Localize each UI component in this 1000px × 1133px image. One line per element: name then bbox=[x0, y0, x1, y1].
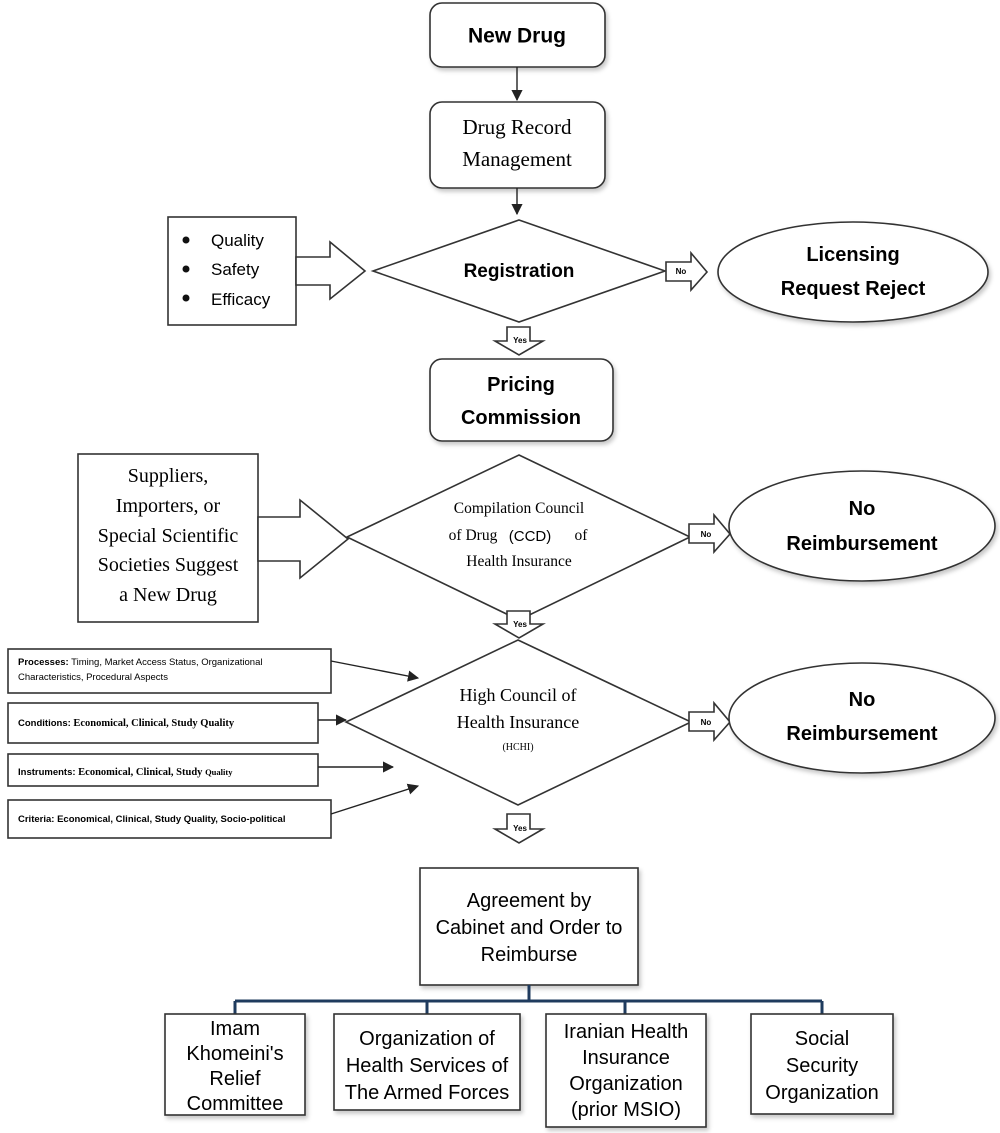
drug-record-line-2: Management bbox=[462, 147, 572, 171]
new-drug-label: New Drug bbox=[468, 25, 566, 48]
org-1-line-1: Imam bbox=[210, 1018, 260, 1040]
suppliers-line-4: Societies Suggest bbox=[98, 554, 239, 576]
svg-text:Instruments: Economical, Clin: Instruments: Economical, Clinical, Study… bbox=[18, 767, 233, 778]
registration-yes-arrow: Yes bbox=[492, 326, 546, 356]
node-hchi: High Council of Health Insurance (HCHI) bbox=[344, 639, 693, 806]
ccd-abbreviation: (CCD) bbox=[509, 528, 552, 545]
suppliers-line-5: a New Drug bbox=[119, 584, 217, 606]
org-1-line-3: Relief bbox=[209, 1068, 261, 1090]
registration-no-arrow: No bbox=[665, 250, 709, 293]
hchi-no-label: No bbox=[701, 718, 712, 727]
registration-yes-label: Yes bbox=[513, 336, 527, 345]
suppliers-line-1: Suppliers, bbox=[128, 465, 209, 487]
ccd-yes-label: Yes bbox=[513, 620, 527, 629]
svg-text:Processes: Timing, Market Acce: Processes: Timing, Market Access Status,… bbox=[18, 657, 262, 668]
factor-conditions-box: Conditions: Economical, Clinical, Study … bbox=[7, 702, 319, 744]
criteria-efficacy: Efficacy bbox=[211, 290, 271, 309]
ccd-line-2-suffix: of bbox=[575, 527, 589, 544]
ccd-yes-arrow: Yes bbox=[492, 610, 546, 639]
node-no-reimbursement-1: No Reimbursement bbox=[728, 470, 996, 582]
suppliers-line-2: Importers, or bbox=[116, 495, 221, 517]
instruments-label: Instruments: bbox=[18, 767, 76, 778]
hchi-yes-arrow: Yes bbox=[492, 813, 546, 844]
processes-text-1: Timing, Market Access Status, Organizati… bbox=[69, 657, 263, 668]
registration-no-label: No bbox=[676, 267, 687, 276]
hchi-line-2: Health Insurance bbox=[457, 712, 579, 732]
org-4-line-3: Organization bbox=[765, 1082, 878, 1104]
conditions-text: Economical, Clinical, Study Quality bbox=[71, 718, 235, 729]
organization-branch-lines bbox=[233, 985, 824, 1014]
org-1-line-2: Khomeini's bbox=[186, 1043, 283, 1065]
org-imam-khomeini-relief-committee: Imam Khomeini's Relief Committee bbox=[164, 1013, 306, 1116]
factor-instruments-box: Instruments: Economical, Clinical, Study… bbox=[7, 753, 319, 787]
criteria-safety: Safety bbox=[211, 260, 260, 279]
pricing-line-2: Commission bbox=[461, 407, 581, 429]
agreement-line-3: Reimburse bbox=[481, 944, 578, 966]
edge-criteria-to-hchi bbox=[330, 783, 420, 815]
ccd-line-2: of Drug bbox=[449, 527, 498, 544]
registration-label: Registration bbox=[464, 261, 575, 282]
licensing-reject-line-2: Request Reject bbox=[781, 278, 926, 300]
instruments-text: Economical, Clinical, Study bbox=[76, 767, 206, 778]
no-reimb-1-line-1: No bbox=[849, 498, 876, 520]
suppliers-line-3: Special Scientific bbox=[98, 525, 239, 547]
org-social-security: Social Security Organization bbox=[750, 1013, 894, 1115]
ccd-line-1: Compilation Council bbox=[454, 500, 584, 517]
drug-record-line-1: Drug Record bbox=[462, 115, 572, 139]
edge-processes-to-hchi bbox=[330, 660, 420, 682]
agreement-line-2: Cabinet and Order to bbox=[436, 917, 623, 939]
org-3-line-2: Insurance bbox=[582, 1047, 670, 1069]
agreement-line-1: Agreement by bbox=[467, 890, 592, 912]
org-health-services-armed-forces: Organization of Health Services of The A… bbox=[333, 1013, 521, 1111]
node-agreement: Agreement by Cabinet and Order to Reimbu… bbox=[419, 867, 639, 986]
factor-processes-box: Processes: Timing, Market Access Status,… bbox=[7, 648, 332, 694]
no-reimb-2-line-2: Reimbursement bbox=[786, 723, 937, 745]
instruments-quality: Quality bbox=[205, 767, 233, 777]
org-iranian-health-insurance: Iranian Health Insurance Organization (p… bbox=[545, 1013, 707, 1128]
org-4-line-1: Social bbox=[795, 1028, 849, 1050]
node-new-drug: New Drug bbox=[429, 2, 606, 68]
org-3-line-3: Organization bbox=[569, 1073, 682, 1095]
licensing-reject-line-1: Licensing bbox=[806, 244, 899, 266]
node-licensing-request-reject: Licensing Request Reject bbox=[717, 221, 989, 323]
org-4-line-2: Security bbox=[786, 1055, 858, 1077]
org-1-line-4: Committee bbox=[187, 1093, 284, 1115]
criteria-block-arrow bbox=[295, 240, 367, 301]
processes-text-2: Characteristics, Procedural Aspects bbox=[18, 672, 168, 683]
pricing-line-1: Pricing bbox=[487, 374, 555, 396]
org-3-line-1: Iranian Health bbox=[564, 1021, 689, 1043]
conditions-label: Conditions: bbox=[18, 718, 71, 729]
svg-text:Criteria: Economical, Clinica: Criteria: Economical, Clinical, Study Qu… bbox=[18, 814, 285, 825]
hchi-abbreviation: (HCHI) bbox=[502, 742, 533, 753]
node-pricing-commission: Pricing Commission bbox=[429, 358, 614, 442]
registration-criteria-box: Quality Safety Efficacy bbox=[167, 216, 297, 326]
ccd-no-arrow: No bbox=[688, 512, 732, 555]
suppliers-block-arrow bbox=[257, 498, 350, 580]
criteria-label: Criteria: bbox=[18, 814, 54, 825]
criteria-quality: Quality bbox=[211, 231, 264, 250]
factor-criteria-box: Criteria: Economical, Clinical, Study Qu… bbox=[7, 799, 332, 839]
org-2-line-1: Organization of bbox=[359, 1028, 495, 1050]
org-3-line-4: (prior MSIO) bbox=[571, 1099, 681, 1121]
ccd-no-label: No bbox=[701, 530, 712, 539]
criteria-text: Economical, Clinical, Study Quality, Soc… bbox=[54, 814, 285, 825]
node-registration: Registration bbox=[370, 219, 668, 323]
svg-text:Conditions: Economical, Clini: Conditions: Economical, Clinical, Study … bbox=[18, 718, 235, 729]
hchi-line-1: High Council of bbox=[460, 685, 577, 705]
hchi-no-arrow: No bbox=[688, 700, 732, 743]
org-2-line-2: Health Services of bbox=[346, 1055, 509, 1077]
hchi-yes-label: Yes bbox=[513, 824, 527, 833]
org-2-line-3: The Armed Forces bbox=[345, 1082, 510, 1104]
suppliers-suggestion-box: Suppliers, Importers, or Special Scienti… bbox=[77, 453, 259, 623]
ccd-line-3: Health Insurance bbox=[466, 553, 572, 570]
no-reimb-2-line-1: No bbox=[849, 689, 876, 711]
processes-label: Processes: bbox=[18, 657, 69, 668]
node-ccd: Compilation Council of Drug (CCD) of Hea… bbox=[345, 454, 692, 621]
no-reimb-1-line-2: Reimbursement bbox=[786, 533, 937, 555]
node-no-reimbursement-2: No Reimbursement bbox=[728, 662, 996, 774]
node-drug-record-management: Drug Record Management bbox=[429, 101, 606, 189]
